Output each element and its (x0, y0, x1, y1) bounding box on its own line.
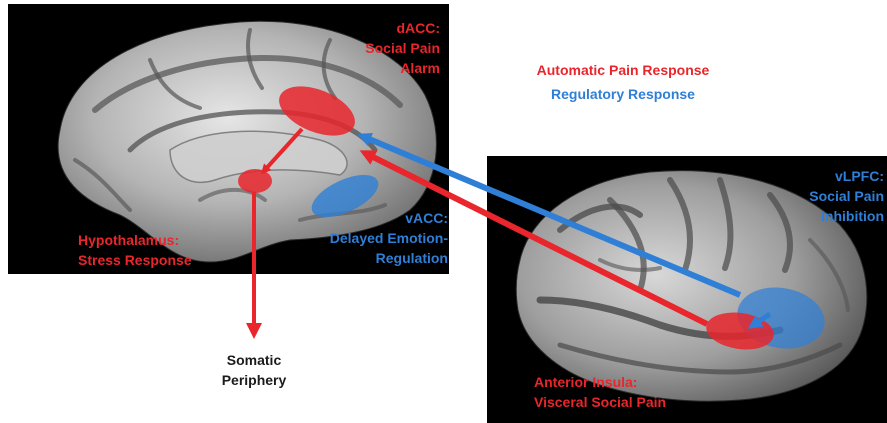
dacc-label: dACC: Social Pain Alarm (340, 18, 440, 78)
legend-regulatory: Regulatory Response (483, 84, 763, 104)
vacc-label: vACC: Delayed Emotion- Regulation (300, 208, 448, 268)
legend-automatic: Automatic Pain Response (483, 60, 763, 80)
somatic-periphery-label: Somatic Periphery (204, 350, 304, 390)
hypothalamus-label: Hypothalamus: Stress Response (78, 230, 192, 270)
vlpfc-label: vLPFC: Social Pain Inhibition (766, 166, 884, 226)
anterior-insula-label: Anterior Insula: Visceral Social Pain (534, 372, 666, 412)
hypothalamus-roi (238, 169, 272, 193)
